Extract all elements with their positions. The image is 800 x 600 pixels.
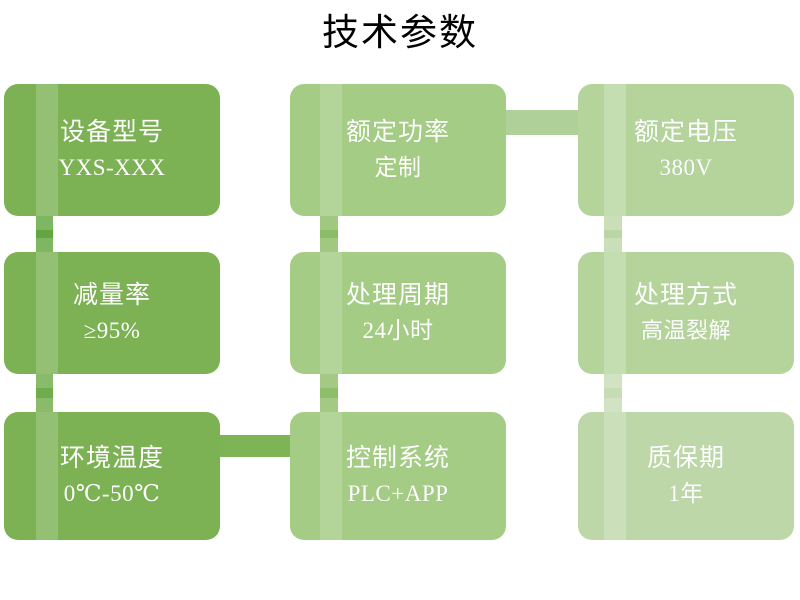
card-highlight-strip — [320, 70, 342, 230]
card-label: 处理方式 — [633, 282, 738, 309]
card-highlight-strip — [604, 398, 626, 554]
card-label: 处理周期 — [345, 282, 450, 309]
card-value: 定制 — [374, 155, 422, 180]
connector-horizontal-temp-to-control — [214, 435, 302, 457]
card-highlight-strip — [604, 70, 626, 230]
card-highlight-strip — [36, 70, 58, 230]
card-value: 0℃-50℃ — [63, 481, 161, 506]
card-value: 380V — [659, 155, 713, 180]
card-highlight-strip — [320, 398, 342, 554]
card-rated-voltage[interactable]: 额定电压 380V — [578, 70, 794, 230]
page-title: 技术参数 — [322, 13, 478, 54]
card-label: 额定功率 — [345, 119, 450, 146]
card-value: PLC+APP — [347, 481, 449, 506]
card-label: 额定电压 — [633, 119, 738, 146]
card-highlight-strip — [320, 238, 342, 388]
connector-horizontal-power-to-voltage — [498, 110, 586, 135]
card-label: 控制系统 — [345, 445, 450, 472]
card-label: 环境温度 — [59, 445, 164, 472]
card-value: 高温裂解 — [640, 318, 731, 343]
card-reduction-rate[interactable]: 减量率 ≥95% — [4, 238, 220, 388]
card-value: ≥95% — [83, 318, 141, 343]
card-label: 质保期 — [646, 445, 725, 472]
card-value: 1年 — [668, 481, 704, 506]
connector-vertical-method-to-warranty — [604, 356, 622, 430]
card-highlight-strip — [36, 398, 58, 554]
connector-vertical-cycle-to-control — [320, 356, 338, 430]
card-highlight-strip — [36, 238, 58, 388]
card-value: 24小时 — [362, 318, 434, 343]
card-value: YXS-XXX — [58, 155, 166, 180]
connector-vertical-reduction-to-temp — [36, 356, 53, 430]
card-process-method[interactable]: 处理方式 高温裂解 — [578, 238, 794, 388]
card-ambient-temperature[interactable]: 环境温度 0℃-50℃ — [4, 398, 220, 554]
card-control-system[interactable]: 控制系统 PLC+APP — [290, 398, 506, 554]
card-warranty-period[interactable]: 质保期 1年 — [578, 398, 794, 554]
card-rated-power[interactable]: 额定功率 定制 — [290, 70, 506, 230]
card-label: 设备型号 — [59, 119, 164, 146]
card-label: 减量率 — [72, 282, 151, 309]
card-process-cycle[interactable]: 处理周期 24小时 — [290, 238, 506, 388]
card-highlight-strip — [604, 238, 626, 388]
card-device-model[interactable]: 设备型号 YXS-XXX — [4, 70, 220, 230]
